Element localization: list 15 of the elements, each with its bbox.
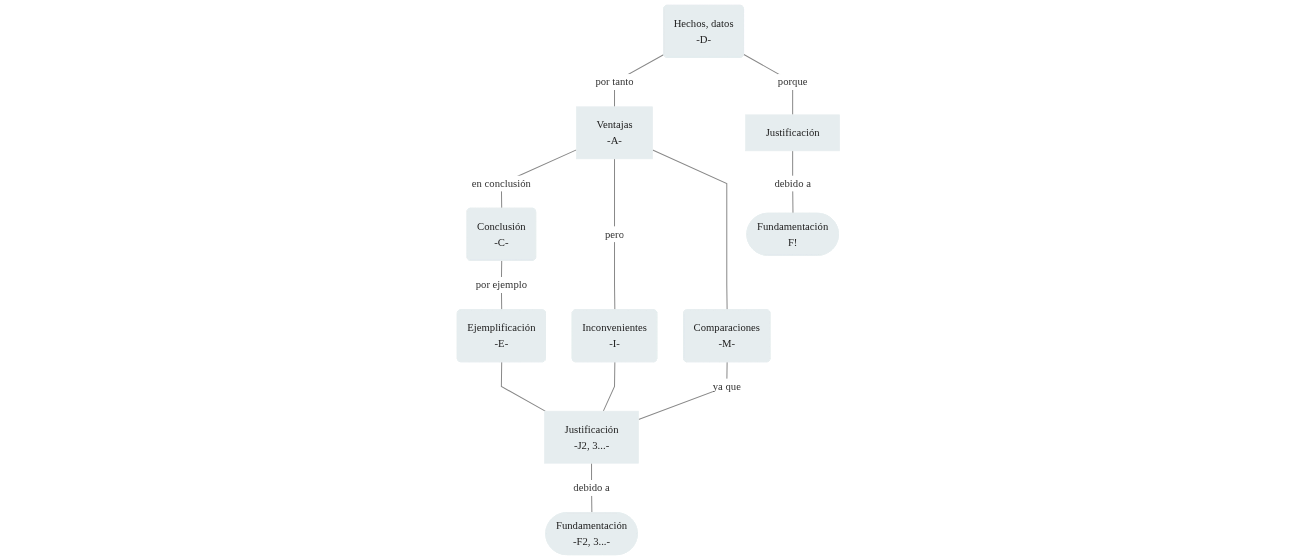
edge-label: debido a (572, 481, 610, 494)
edge-label: pero (604, 228, 624, 240)
connector (613, 158, 615, 311)
node-box: Ventajas -A- (575, 106, 653, 160)
edge-label: en conclusión (471, 177, 531, 189)
node-box: Justificación (744, 114, 840, 152)
edge-label: porque (777, 76, 808, 88)
connector (602, 361, 615, 412)
edge-label: por tanto (594, 76, 634, 88)
connector (500, 361, 546, 412)
connector (651, 149, 728, 311)
edge-label: por ejemplo (475, 279, 527, 291)
edge-label: debido a (773, 177, 811, 189)
node-box: Justificación -J2, 3...- (543, 410, 639, 464)
edge-label: ya que (712, 380, 741, 392)
